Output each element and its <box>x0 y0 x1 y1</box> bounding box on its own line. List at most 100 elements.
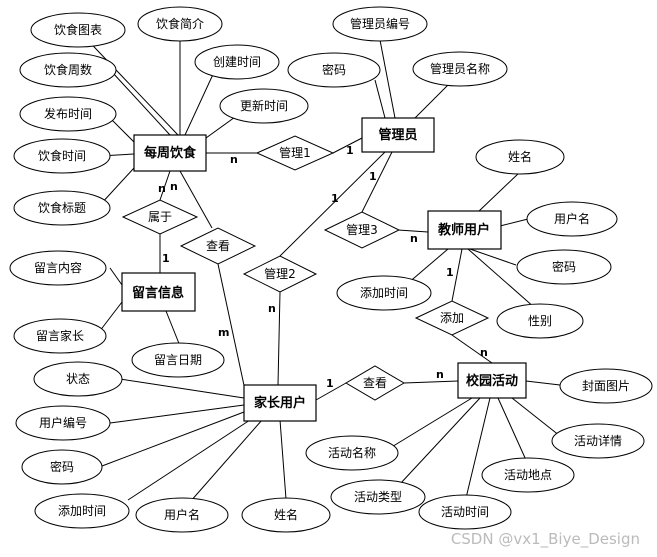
attribute-publish-time: 发布时间 <box>19 96 117 132</box>
attribute-activity-type: 活动类型 <box>330 479 426 515</box>
attribute-parent-status: 状态 <box>33 361 123 397</box>
entity-weekly-diet: 每周饮食 <box>133 134 207 172</box>
relationship-belongs: 属于 <box>121 199 199 235</box>
entity-label: 教师用户 <box>437 222 490 238</box>
attribute-label: 发布时间 <box>44 106 92 121</box>
edge <box>389 397 473 449</box>
attribute-teacher-name: 姓名 <box>475 139 565 175</box>
attribute-admin-name: 管理员名称 <box>412 51 508 87</box>
cardinality-label: 1 <box>346 144 354 157</box>
relationship-label: 查看 <box>363 376 387 390</box>
attribute-message-content: 留言内容 <box>9 250 107 286</box>
attribute-teacher-username: 用户名 <box>526 201 618 237</box>
attribute-updated-time: 更新时间 <box>219 88 309 124</box>
cardinality-label: 1 <box>162 252 170 265</box>
attribute-label: 用户名 <box>164 507 200 522</box>
watermark: CSDN @vx1_Biye_Design <box>451 530 640 549</box>
attribute-diet-chart: 饮食图表 <box>30 12 126 48</box>
entity-label: 留言信息 <box>132 285 184 301</box>
entity-message: 留言信息 <box>121 272 196 312</box>
edge <box>451 248 463 302</box>
attribute-activity-time: 活动时间 <box>418 494 512 530</box>
entity-label: 每周饮食 <box>144 145 197 161</box>
edge <box>165 310 181 347</box>
relationship-label: 属于 <box>148 210 172 224</box>
attribute-diet-title: 饮食标题 <box>13 190 111 226</box>
edge <box>465 397 491 499</box>
attribute-activity-details: 活动详情 <box>551 423 645 459</box>
attribute-created-time: 创建时间 <box>194 44 280 80</box>
attribute-label: 添加时间 <box>58 504 106 518</box>
relationship-label: 管理2 <box>264 266 296 281</box>
attribute-admin-password: 密码 <box>287 52 381 88</box>
edge <box>361 151 393 213</box>
attribute-label: 密码 <box>50 459 74 474</box>
attribute-label: 留言家长 <box>36 328 84 343</box>
entity-admin: 管理员 <box>361 117 435 153</box>
attribute-activity-name: 活动名称 <box>305 435 399 471</box>
attribute-cover-image: 封面图片 <box>559 368 653 404</box>
cardinality-label: n <box>436 368 444 381</box>
edge <box>277 291 281 386</box>
edge <box>467 248 536 309</box>
relationship-label: 添加 <box>440 311 464 325</box>
edge <box>217 263 246 391</box>
attribute-diet-time: 饮食时间 <box>13 138 111 174</box>
edge <box>374 79 386 119</box>
edge <box>525 380 561 386</box>
edge <box>99 167 135 206</box>
edge <box>184 69 216 136</box>
cardinality-label: 1 <box>446 266 454 279</box>
edge <box>379 39 396 119</box>
attribute-parent-id: 用户编号 <box>15 405 111 441</box>
relationship-view-activity: 查看 <box>345 365 405 401</box>
attribute-label: 管理员名称 <box>430 61 490 76</box>
entity-label: 家长用户 <box>254 395 306 411</box>
edge <box>109 404 245 424</box>
edge <box>469 248 517 266</box>
edge <box>403 380 459 384</box>
edge <box>511 397 561 437</box>
attribute-label: 活动详情 <box>574 433 622 448</box>
attribute-teacher-gender: 性别 <box>496 303 584 339</box>
relationship-manage2: 管理2 <box>242 255 318 293</box>
attribute-diet-intro: 饮食简介 <box>137 6 223 42</box>
attribute-label: 用户名 <box>554 211 590 226</box>
attribute-label: 管理员编号 <box>350 16 410 31</box>
edge <box>451 334 493 364</box>
edge <box>499 218 529 227</box>
attribute-label: 留言内容 <box>34 260 82 275</box>
attribute-diet-week: 饮食周数 <box>19 52 117 88</box>
edge <box>189 419 263 503</box>
edge <box>101 411 245 467</box>
relationship-manage1: 管理1 <box>255 135 335 171</box>
attribute-label: 密码 <box>552 259 576 274</box>
attribute-label: 饮食标题 <box>38 200 86 215</box>
attribute-parent-added-time: 添加时间 <box>34 493 130 529</box>
cardinality-label: m <box>218 326 229 339</box>
edge <box>119 378 245 399</box>
attribute-label: 活动地点 <box>504 468 552 482</box>
attribute-label: 活动时间 <box>441 505 489 519</box>
attribute-parent-password: 密码 <box>21 449 103 485</box>
attribute-label: 活动名称 <box>328 445 376 460</box>
edges <box>77 29 561 503</box>
attribute-message-parent: 留言家长 <box>13 318 107 354</box>
attribute-label: 用户编号 <box>39 415 87 430</box>
attribute-teacher-added-time: 添加时间 <box>336 275 432 311</box>
attribute-label: 状态 <box>66 372 90 386</box>
attribute-label: 创建时间 <box>213 55 261 69</box>
edge <box>77 29 179 136</box>
cardinalities: n 1 1 n 1 n n 1 n m 1 n 1 n <box>158 144 488 390</box>
attribute-label: 封面图片 <box>582 379 630 393</box>
attribute-parent-username: 用户名 <box>135 497 229 533</box>
attribute-label: 姓名 <box>508 149 532 164</box>
cardinality-label: n <box>170 180 178 193</box>
edge <box>397 229 429 233</box>
edge <box>127 419 251 501</box>
cardinality-label: n <box>268 302 276 315</box>
attribute-label: 更新时间 <box>240 98 288 113</box>
attribute-admin-id: 管理员编号 <box>332 6 428 42</box>
relationship-label: 管理1 <box>279 145 311 160</box>
